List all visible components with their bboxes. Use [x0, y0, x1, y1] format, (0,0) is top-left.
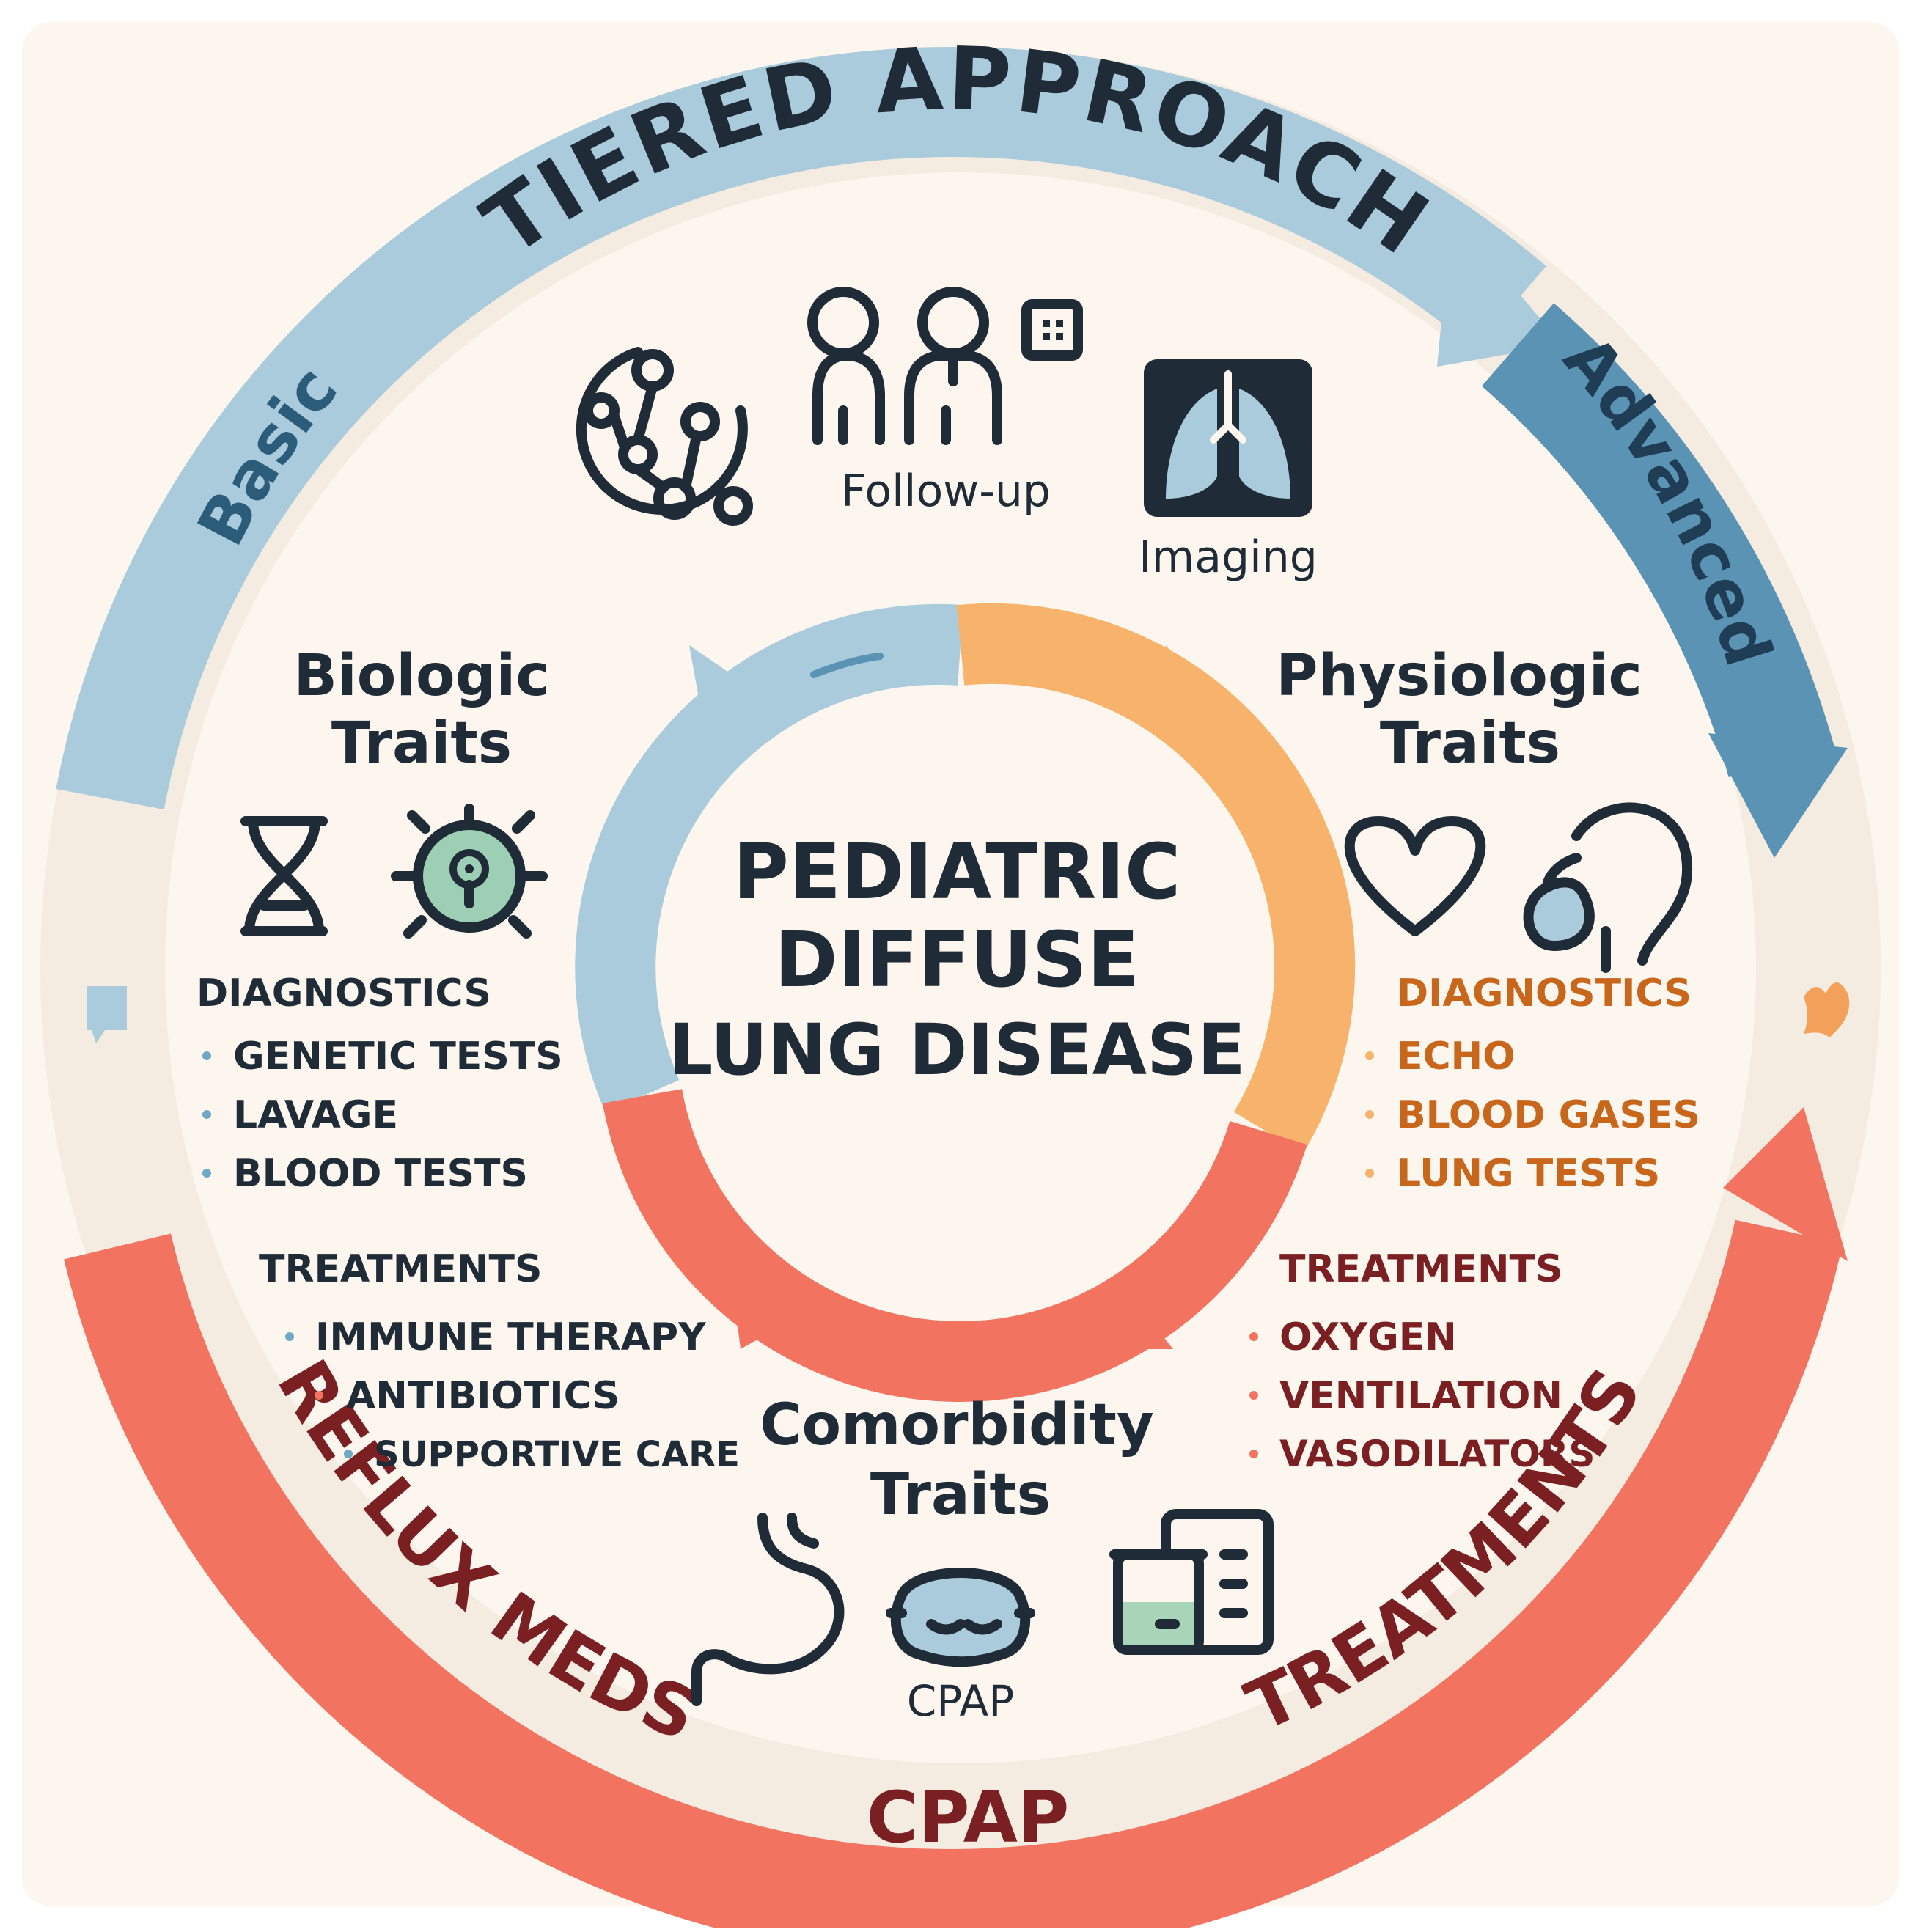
center-title-line1: PEDIATRIC: [733, 827, 1181, 917]
center-ring-orange: [956, 603, 1356, 1154]
center-ring-arrow-blue: [689, 645, 748, 726]
outer-arc-advanced: [1481, 303, 1835, 778]
bullet: [1249, 1332, 1258, 1341]
bullet: [1249, 1391, 1258, 1400]
physiologic-diagnostics-head: DIAGNOSTICS: [1397, 971, 1692, 1015]
bullet: [202, 1169, 211, 1178]
comorbidity-cpap-label: CPAP: [907, 1676, 1014, 1726]
physiologic-treatment-item: OXYGEN: [1279, 1315, 1457, 1359]
comorbidity-title-line2: Traits: [870, 1462, 1051, 1528]
dna-icon: [240, 816, 328, 936]
physiologic-diagnostic-item: ECHO: [1397, 1035, 1515, 1079]
stomach-icon: [691, 1513, 845, 1706]
biologic-diagnostic-item: BLOOD TESTS: [233, 1152, 528, 1196]
physiologic-treatments-head: TREATMENTS: [1279, 1247, 1562, 1291]
bullet: [285, 1332, 294, 1341]
biologic-treatment-item: SUPPORTIVE CARE: [374, 1434, 740, 1475]
outer-arc-advanced-arrowhead: [1708, 733, 1848, 858]
microbe-icon: [391, 804, 548, 939]
bullet: [344, 1450, 353, 1458]
center-ring-blue: [575, 603, 963, 1112]
physiologic-diagnostic-item: BLOOD GASES: [1397, 1093, 1700, 1137]
outer-arc-basic-arrowhead: [1437, 213, 1562, 367]
center-ring-arrow-orange: [1151, 645, 1202, 722]
speech-bubble-icon: [87, 986, 127, 1043]
leaf-icon: [1804, 982, 1850, 1037]
center-disc: [678, 686, 1243, 1250]
biologic-treatment-item: IMMUNE THERAPY: [315, 1315, 707, 1359]
physiologic-title-line1: Physiologic: [1276, 643, 1642, 709]
lab-beaker-icon: [1109, 1509, 1274, 1655]
bullet: [1365, 1110, 1374, 1119]
lung-xray-icon: [1144, 359, 1312, 517]
physiologic-title-line2: Traits: [1380, 710, 1560, 776]
center-ring-arrow-coral: [733, 1290, 792, 1349]
heart-icon: [1344, 816, 1486, 936]
biologic-diagnostics-head: DIAGNOSTICS: [196, 971, 491, 1015]
biologic-treatment-item: ANTIBIOTICS: [346, 1374, 620, 1418]
bullet: [202, 1110, 211, 1119]
physiologic-treatment-item: VASODILATORS: [1279, 1433, 1595, 1475]
sleep-mask-icon: [886, 1568, 1035, 1667]
center-title-line3: LUNG DISEASE: [668, 1009, 1245, 1091]
bullet: [1249, 1450, 1258, 1458]
biologic-title-line1: Biologic: [294, 643, 550, 709]
outer-arc-basic: [56, 46, 1546, 810]
outer-arc-treatments: [64, 1219, 1843, 1932]
center-title-line2: DIFFUSE: [774, 915, 1139, 1004]
comorbidity-title-line1: Comorbidity: [760, 1392, 1153, 1458]
biologic-treatments-head: TREATMENTS: [259, 1247, 542, 1291]
center-ring-highlight: [810, 653, 884, 678]
follow-up-people-icon: [807, 287, 1083, 445]
bullet: [1365, 1051, 1374, 1060]
physiologic-diagnostic-item: LUNG TESTS: [1397, 1152, 1660, 1196]
center-ring-coral: [602, 1089, 1307, 1402]
biologic-title-line2: Traits: [331, 710, 512, 776]
network-icon: [576, 347, 753, 526]
imaging-label: Imaging: [1139, 532, 1318, 583]
follow-up-label: Follow-up: [841, 466, 1051, 517]
physiologic-treatment-item: VENTILATION: [1279, 1374, 1562, 1418]
bullet: [1365, 1169, 1374, 1178]
biologic-diagnostic-item: GENETIC TESTS: [233, 1035, 563, 1079]
center-ring-arrow-coral-2: [1114, 1312, 1173, 1349]
cpap-arc-label: CPAP: [867, 1777, 1070, 1859]
bullet: [315, 1391, 323, 1400]
biologic-diagnostic-item: LAVAGE: [233, 1093, 398, 1137]
bullet: [202, 1051, 211, 1060]
lungs-head-icon: [1523, 802, 1693, 973]
outer-arc-treatments-arrowhead: [1723, 1107, 1848, 1261]
